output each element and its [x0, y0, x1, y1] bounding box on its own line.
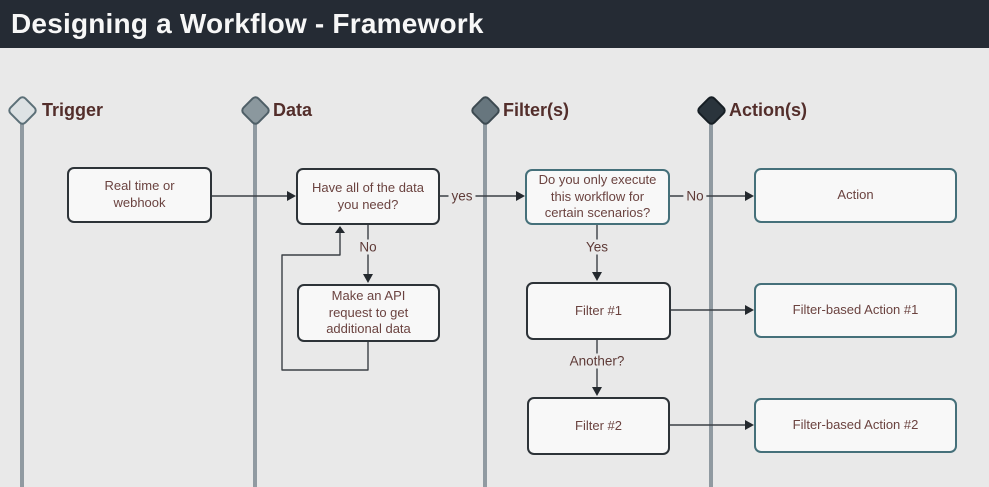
lane-title-actions: Action(s): [729, 100, 807, 120]
node-api-request: Make an API request to get additional da…: [297, 284, 440, 342]
node-realtime-webhook: Real time or webhook: [67, 167, 212, 223]
node-filter-action-1: Filter-based Action #1: [754, 283, 957, 338]
lane-marker-trigger-icon: [6, 94, 39, 127]
edge-label-yes-filter1: Yes: [582, 239, 612, 255]
lane-marker-actions-icon: [695, 94, 728, 127]
lane-title-filters: Filter(s): [503, 100, 570, 120]
edge-label-no-action: No: [683, 188, 707, 204]
lane-line-trigger: [20, 123, 24, 487]
lane-marker-filters-icon: [469, 94, 502, 127]
page-title: Designing a Workflow - Framework: [11, 8, 484, 39]
lane-marker-data-icon: [239, 94, 272, 127]
node-filter-action-2: Filter-based Action #2: [754, 398, 957, 453]
edge-label-yes: yes: [448, 188, 476, 204]
node-filter-2: Filter #2: [527, 397, 670, 455]
lane-line-data: [253, 123, 257, 487]
edge-label-no-api: No: [356, 239, 380, 255]
node-filter-1: Filter #1: [526, 282, 671, 340]
node-have-all-data: Have all of the data you need?: [296, 168, 440, 225]
lane-line-actions: [709, 123, 713, 487]
node-action: Action: [754, 168, 957, 223]
node-only-execute: Do you only execute this workflow for ce…: [525, 169, 670, 225]
lane-title-data: Data: [273, 100, 313, 120]
title-bar: Designing a Workflow - Framework: [0, 0, 989, 48]
lane-line-filters: [483, 123, 487, 487]
edge-label-another: Another?: [566, 353, 628, 369]
lane-title-trigger: Trigger: [42, 100, 104, 120]
